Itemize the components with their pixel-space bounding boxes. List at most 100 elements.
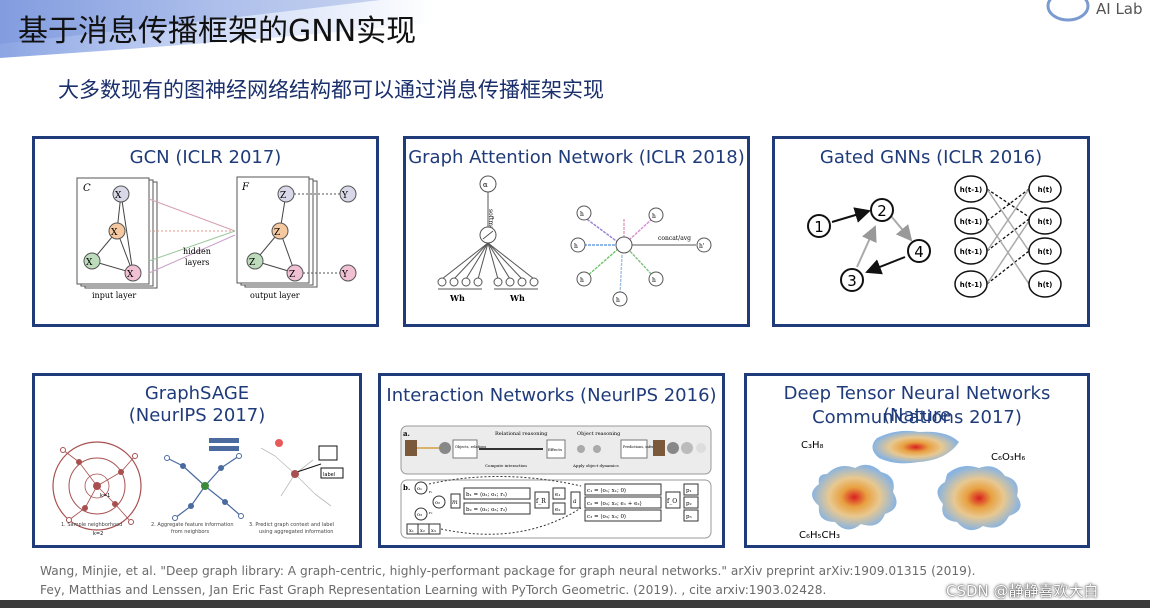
in-p3: p₃ [686, 514, 692, 520]
ggnn-curr-2: h(t) [1038, 218, 1053, 226]
gcn-z1: Z [280, 191, 286, 201]
in-x2: x₂ [420, 528, 425, 534]
dtnn-mol-2: C₆O₃H₆ [991, 452, 1025, 463]
ai-lab-logo-icon [1046, 0, 1090, 22]
gcn-x4: X [127, 270, 134, 280]
gcn-y4: Y [341, 270, 349, 280]
gat-h4: h [652, 213, 656, 220]
gat-w1: Wh [449, 293, 465, 303]
gcn-z2: Z [274, 228, 280, 238]
in-object-reasoning: Object reasoning [577, 431, 621, 437]
reference-2: Fey, Matthias and Lenssen, Jan Eric Fast… [40, 583, 827, 597]
gcn-hidden-1: hidden [183, 247, 211, 256]
in-compute: Compute interaction [485, 463, 527, 468]
in-b1: b₁ = ⟨o₂; o₁; r₁⟩ [466, 491, 507, 498]
panel-title-interaction: Interaction Networks (NeurIPS 2016) [386, 385, 717, 406]
sage-k2: k=2 [93, 531, 103, 537]
gcn-x3: X [86, 258, 93, 268]
in-a-label: a. [403, 429, 410, 438]
in-apply: Apply object dynamics [572, 463, 619, 468]
title-band [0, 0, 620, 58]
sage-k1: k=1 [100, 493, 110, 499]
gat-w2: Wh [509, 293, 525, 303]
ggnn-node-3: 4 [914, 243, 924, 261]
panel-title-gcn: GCN (ICLR 2017) [129, 147, 282, 168]
in-o3: o₃ [417, 512, 422, 518]
in-objects: Objects, relations [455, 445, 486, 449]
ggnn-prev-2: h(t-1) [960, 218, 983, 226]
in-a-fn: a [573, 498, 577, 505]
panel-title-graphsage-1: GraphSAGE [144, 383, 250, 404]
panel-gcn: GCN (ICLR 2017) C X X X X input layer hi… [32, 136, 379, 327]
gcn-x2: X [111, 228, 118, 238]
panel-ggnn: Gated GNNs (ICLR 2016) 1 2 4 3 [772, 136, 1090, 327]
gcn-z3: Z [249, 258, 255, 268]
panel-title-dtnn-1: Deep Tensor Neural Networks (Nature [783, 383, 1051, 426]
in-c2: c₂ = ⟨o₂; x₂; e₁ + e₂⟩ [587, 500, 642, 507]
ggnn-curr-1: h(t) [1038, 186, 1053, 194]
gcn-y1: Y [341, 191, 349, 201]
slide-subtitle: 大多数现有的图神经网络结构都可以通过消息传播框架实现 [58, 78, 604, 102]
ggnn-prev-1: h(t-1) [960, 186, 983, 194]
in-e1: e₁ [555, 492, 560, 498]
gcn-diagram: C X X X X input layer hidden layers F [76, 176, 357, 300]
panel-interaction: Interaction Networks (NeurIPS 2016) a. O… [378, 373, 725, 548]
panel-title-graphsage-2: (NeurIPS 2017) [128, 405, 266, 426]
in-c3: c₃ = ⟨o₃; x₃; 0⟩ [587, 513, 626, 520]
in-r1: r₁ [429, 489, 433, 494]
in-predictions: Predictions, inferences [623, 445, 664, 449]
gat-softmax: softmax [487, 209, 494, 234]
in-o1: o₁ [417, 486, 422, 492]
reference-1: Wang, Minjie, et al. "Deep graph library… [40, 564, 976, 578]
gcn-c-label: C [83, 183, 91, 194]
graphsage-diagram: k=1 k=2 1. Sample neighborhood 2. Aggreg… [52, 438, 344, 537]
gat-h5: h [652, 277, 656, 284]
sage-step2a: 2. Aggregate feature information [151, 522, 234, 528]
in-effects: Effects [548, 447, 562, 452]
in-x3: x₃ [431, 528, 436, 534]
ggnn-prev-4: h(t-1) [960, 281, 983, 289]
watermark: CSDN @静静喜欢大白 [946, 582, 1099, 600]
in-e2: e₂ [555, 507, 560, 513]
logo-text: AI Lab [1096, 0, 1143, 18]
panel-title-dtnn-2: Communications 2017) [812, 407, 1022, 428]
sage-label-box: label [323, 472, 335, 478]
ggnn-node-2: 2 [877, 202, 887, 220]
gat-h6: h [616, 297, 620, 304]
in-r2: r₂ [429, 510, 433, 515]
gcn-input-label: input layer [92, 291, 136, 300]
panel-gat: Graph Attention Network (ICLR 2018) α so… [403, 136, 750, 327]
gcn-f-label: F [241, 182, 250, 193]
bottom-strip [0, 600, 1150, 608]
in-b-label: b. [403, 483, 410, 492]
in-fo: f_O [667, 498, 677, 505]
gat-h2: h [574, 243, 578, 250]
ggnn-node-4: 3 [847, 272, 857, 290]
gat-hout: h' [699, 243, 705, 250]
dtnn-mol-1: C₃H₈ [801, 440, 824, 451]
ggnn-node-1: 1 [814, 218, 824, 236]
gat-h1: h [580, 211, 584, 218]
in-b2: b₂ = ⟨o₂; o₃; r₂⟩ [466, 506, 507, 513]
in-relational: Relational reasoning [495, 431, 548, 437]
gcn-hidden-2: layers [185, 258, 210, 267]
ggnn-prev-3: h(t-1) [960, 248, 983, 256]
gcn-x1: X [115, 191, 122, 201]
gat-concat: concat/avg [658, 235, 691, 242]
ggnn-curr-4: h(t) [1038, 281, 1053, 289]
in-x1: x₁ [409, 528, 414, 534]
in-p1: p₁ [686, 488, 692, 494]
in-o2: o₂ [435, 500, 440, 506]
in-fr: f_R [536, 498, 546, 505]
panel-title-gat: Graph Attention Network (ICLR 2018) [408, 147, 745, 168]
sage-step1: 1. Sample neighborhood [61, 522, 122, 528]
sage-step3b: using aggregated information [259, 529, 333, 535]
sage-step2b: from neighbors [171, 529, 209, 535]
ggnn-diagram: 1 2 4 3 h(t-1) h(t-1) h(t-1) h(t-1) h(t)… [807, 175, 1062, 298]
in-c1: c₁ = ⟨o₁; x₁; 0⟩ [587, 487, 626, 494]
dtnn-mol-3: C₆H₅CH₃ [799, 530, 840, 541]
gcn-output-label: output layer [250, 291, 300, 300]
ggnn-curr-3: h(t) [1038, 248, 1053, 256]
panel-dtnn: Deep Tensor Neural Networks (Nature Comm… [744, 373, 1090, 548]
dtnn-diagram: C₃H₈ C₆O₃H₆ C₆H₅CH₃ [799, 430, 1025, 541]
